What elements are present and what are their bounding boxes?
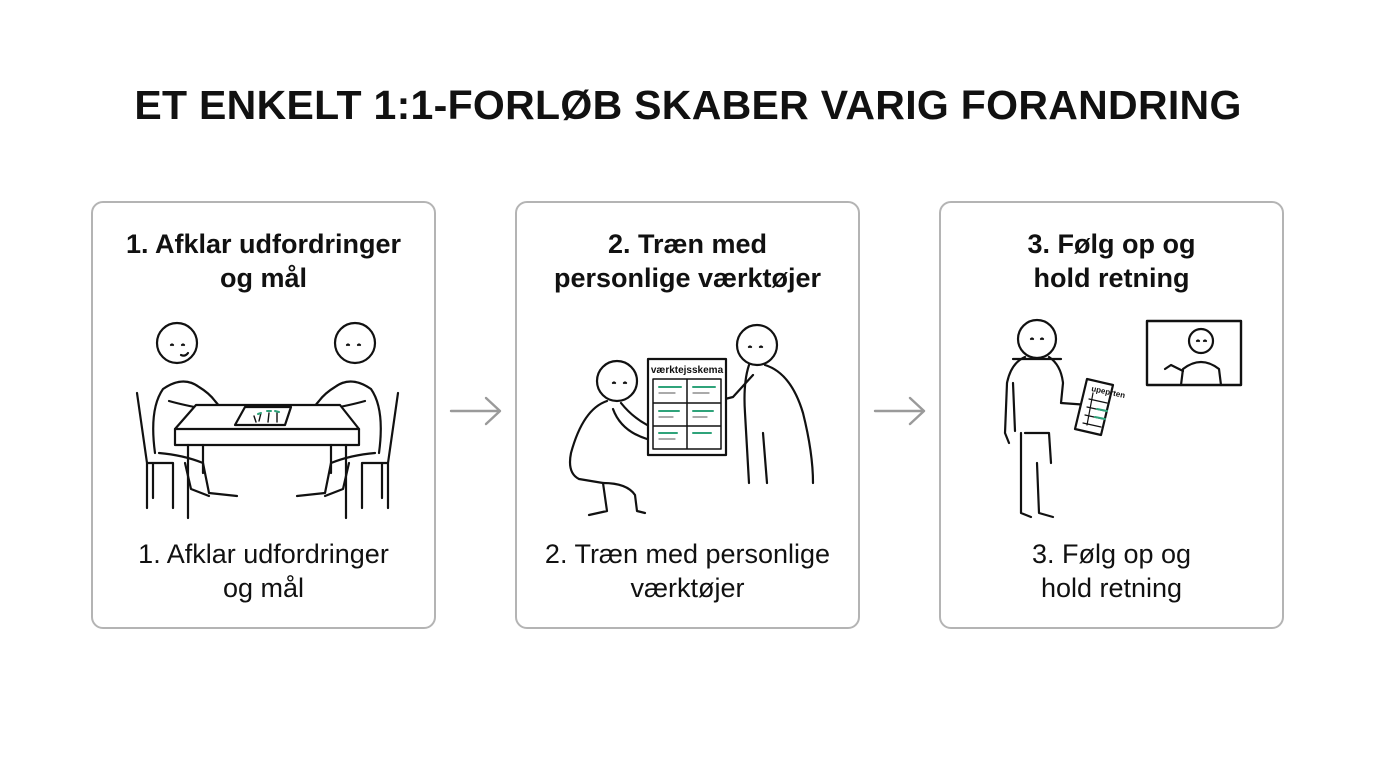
step-3-caption-line-1: 3. Følg op og — [1031, 539, 1192, 569]
step-2-title: 2. Træn med personlige værktøjer — [527, 227, 848, 295]
step-3-caption: 3. Følg op og hold retning — [951, 537, 1272, 605]
step-2-caption: 2. Træn med personlige værktøjer — [527, 537, 848, 605]
tool-sheet-label: værktejsskema — [651, 365, 724, 376]
step-1-caption-line-2: og mål — [222, 573, 305, 603]
step-2-caption-line-1: 2. Træn med personlige — [544, 539, 831, 569]
step-2-title-line-1: 2. Træn med — [607, 229, 768, 259]
step-1-caption: 1. Afklar udfordringer og mål — [103, 537, 424, 605]
person-with-sheet-and-video-call-illustration: upeprten — [1003, 318, 1243, 519]
step-3-title: 3. Følg op og hold retning — [951, 227, 1272, 295]
step-1-title: 1. Afklar udfordringer og mål — [103, 227, 424, 295]
step-2-caption-line-2: værktøjer — [630, 573, 745, 603]
arrow-right-icon — [449, 396, 502, 426]
step-3-title-line-1: 3. Følg op og — [1027, 229, 1196, 259]
step-2-title-line-2: personlige værktøjer — [553, 263, 822, 293]
step-3-caption-line-2: hold retning — [1040, 573, 1183, 603]
step-3-title-line-2: hold retning — [1033, 263, 1190, 293]
step-card-3: 3. Følg op og hold retning upeprten 3. F… — [939, 201, 1284, 629]
coach-showing-tool-sheet-illustration: værktejsskema — [568, 323, 815, 517]
step-1-caption-line-1: 1. Afklar udfordringer — [138, 539, 389, 569]
page-title: ET ENKELT 1:1-FORLØB SKABER VARIG FORAND… — [134, 82, 1242, 128]
arrow-right-icon — [873, 396, 926, 426]
step-1-title-line-1: 1. Afklar udfordringer — [125, 229, 402, 259]
step-1-title-line-2: og mål — [219, 263, 307, 293]
two-people-at-table-illustration — [135, 321, 400, 520]
step-card-2: 2. Træn med personlige værktøjer værktej… — [515, 201, 860, 629]
step-card-1: 1. Afklar udfordringer og mål 1. Afklar … — [91, 201, 436, 629]
